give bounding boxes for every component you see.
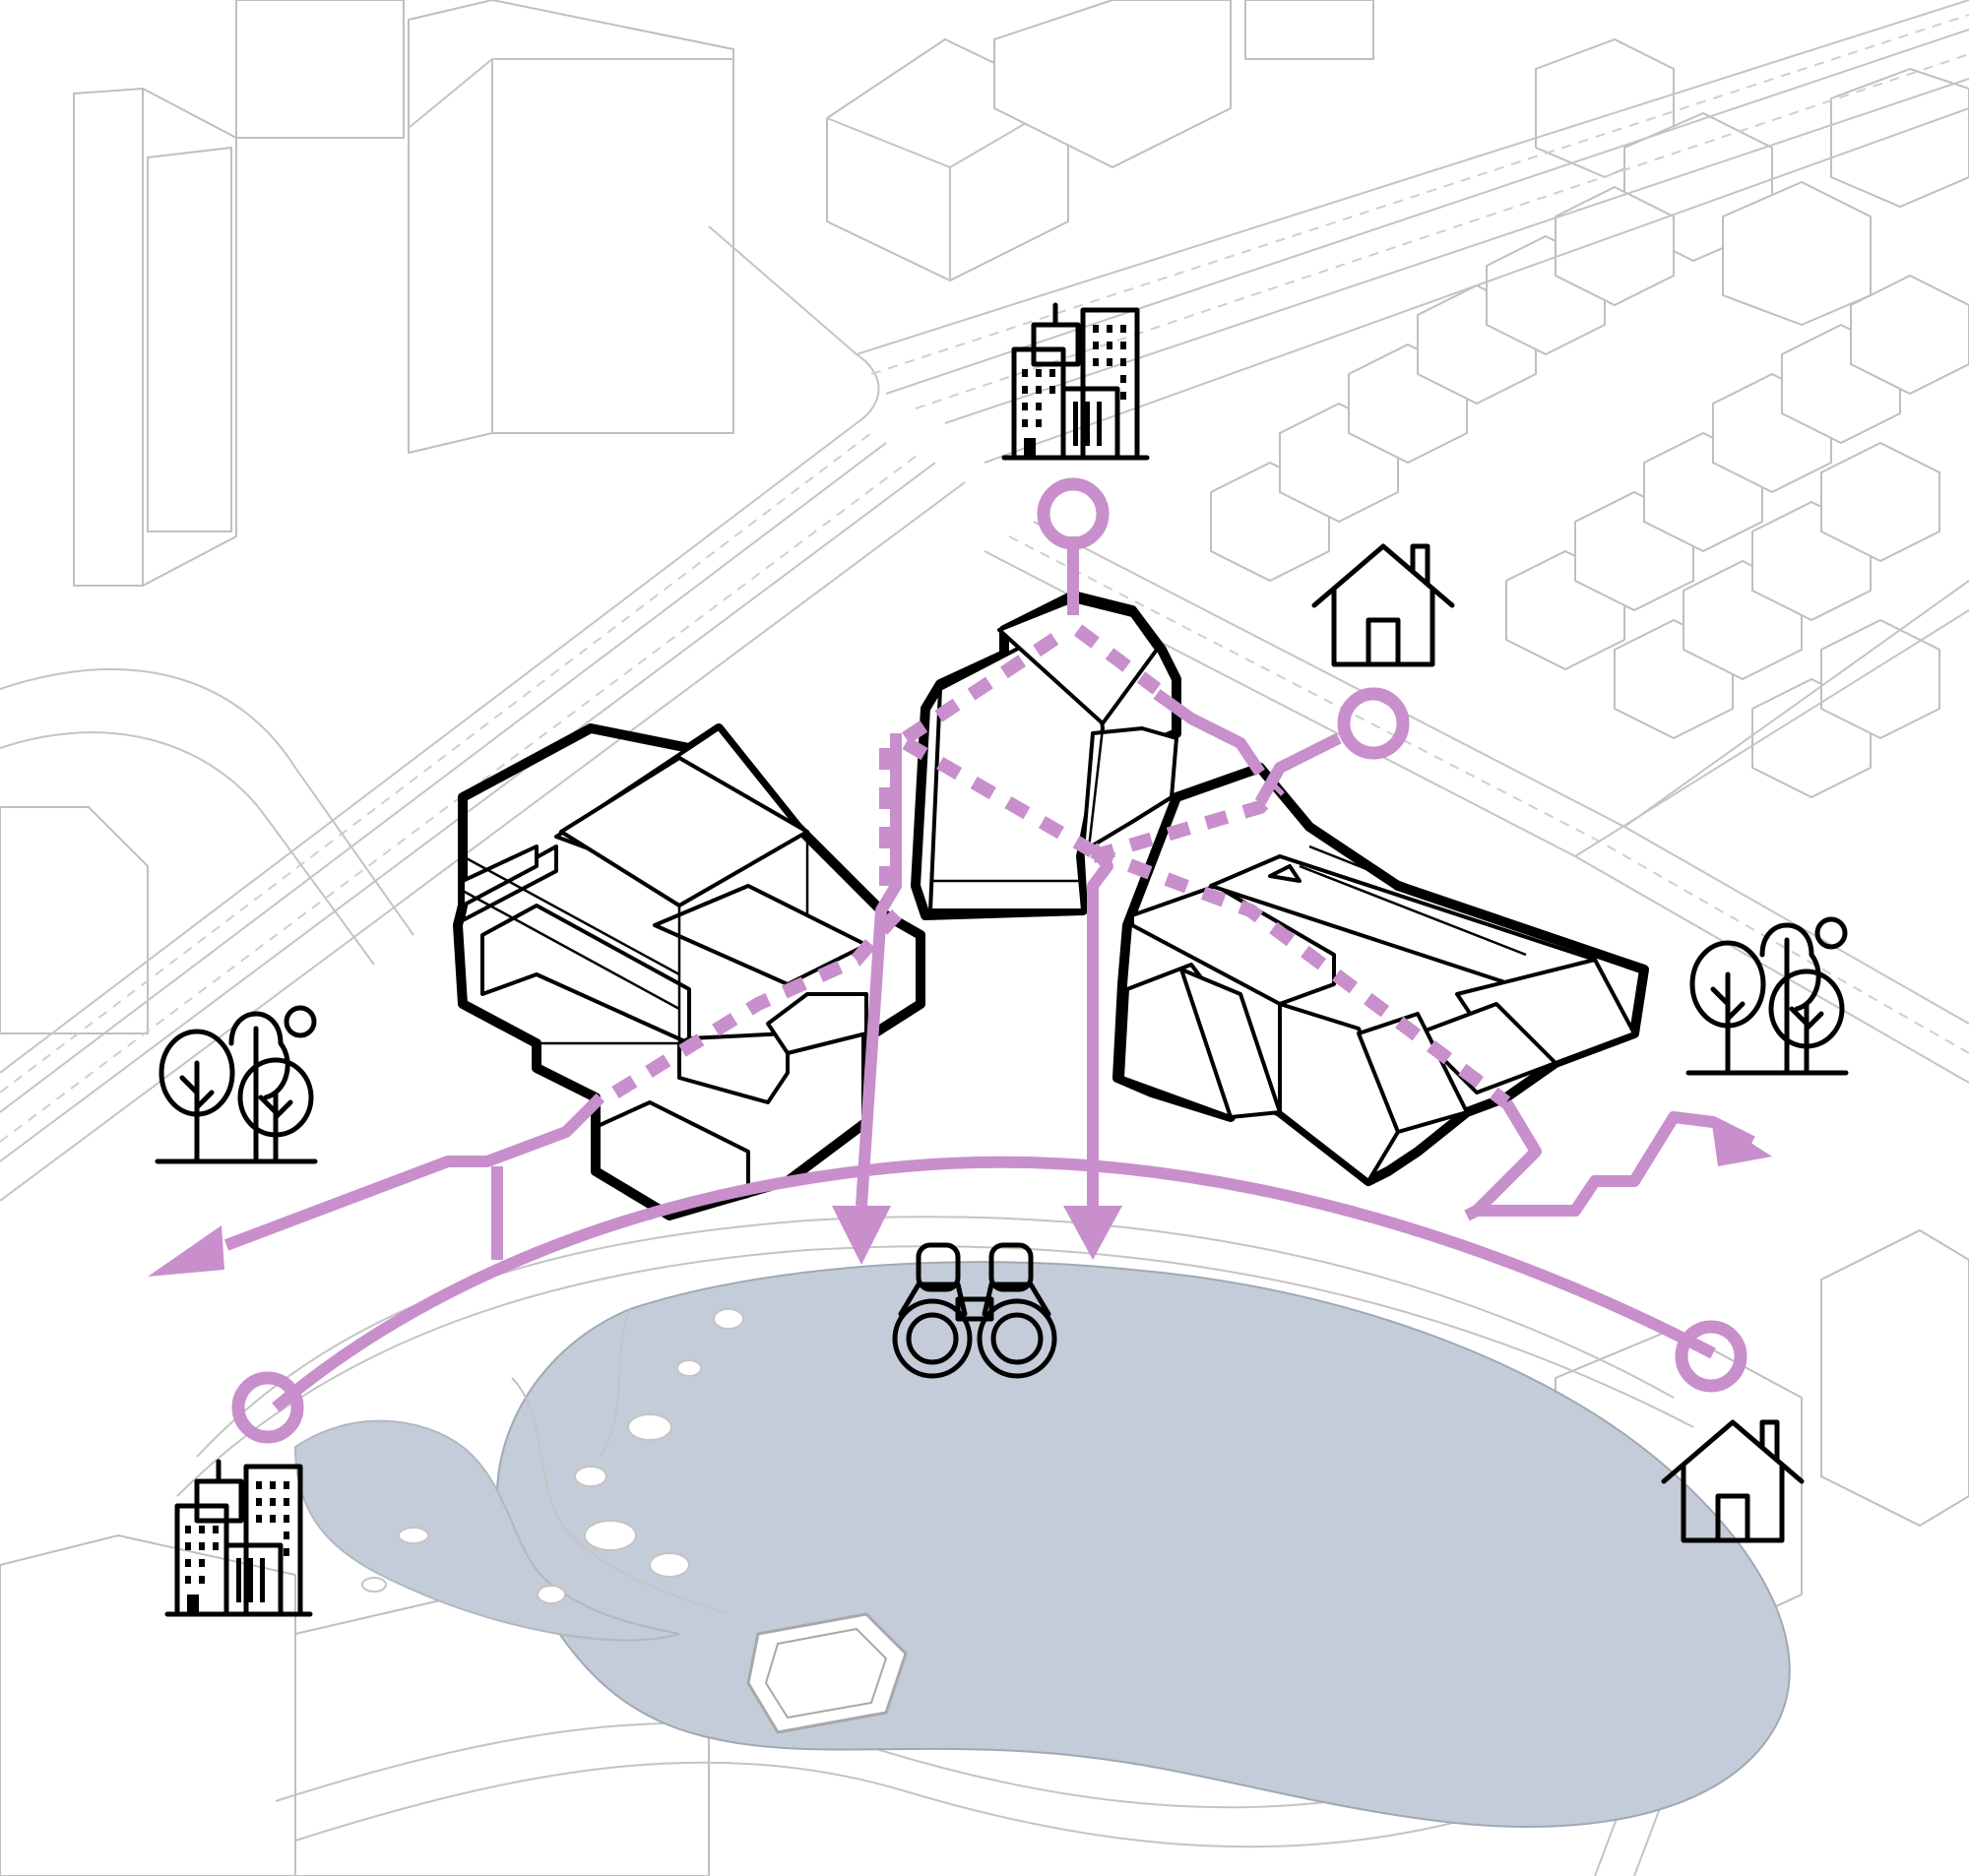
city-buildings-icon-southwest [164, 1459, 313, 1617]
circulation-routes [148, 477, 1772, 1444]
route-node-southwest [231, 1371, 304, 1444]
route-internal-east [1090, 844, 1511, 1108]
arrowhead-west [148, 1225, 224, 1277]
house-icon-southeast [1661, 1419, 1805, 1543]
route-central-down-east [1087, 843, 1113, 1206]
route-internal-west [611, 901, 911, 1098]
lake [293, 1261, 1791, 1828]
route-internal-east-upper [1091, 782, 1285, 863]
context-towers-west [73, 0, 734, 587]
route-internal-north-west [902, 624, 1072, 744]
lake-wetland-west [293, 1419, 680, 1642]
city-buildings-icon [1001, 302, 1150, 461]
route-internal-north-east [1073, 624, 1162, 695]
trees-icon [155, 1005, 318, 1164]
route-main-arc [272, 1156, 1716, 1412]
arrowhead-east [1711, 1117, 1772, 1166]
trees-icon-east [1685, 916, 1849, 1076]
arrowhead-south-west [832, 1206, 891, 1265]
lake-islands [361, 1308, 908, 1734]
context-blocks-north [826, 0, 1969, 326]
route-central-down-west [856, 733, 902, 1207]
route-east-exit [1471, 1098, 1755, 1217]
route-node-southeast [1675, 1320, 1747, 1393]
route-node-north [1037, 477, 1110, 550]
building-west-wing [453, 723, 925, 1220]
route-east-stem [1153, 689, 1265, 777]
route-west-branch [223, 1093, 605, 1251]
house-icon [1311, 543, 1455, 667]
route-node-east [1337, 687, 1410, 760]
route-east-link [1254, 732, 1342, 805]
binoculars-icon [892, 1242, 1057, 1379]
context-residential-east [1210, 186, 1969, 798]
arrowhead-south-east [1063, 1206, 1122, 1260]
building-east-wing [1112, 763, 1649, 1186]
building-complex [453, 591, 1649, 1220]
